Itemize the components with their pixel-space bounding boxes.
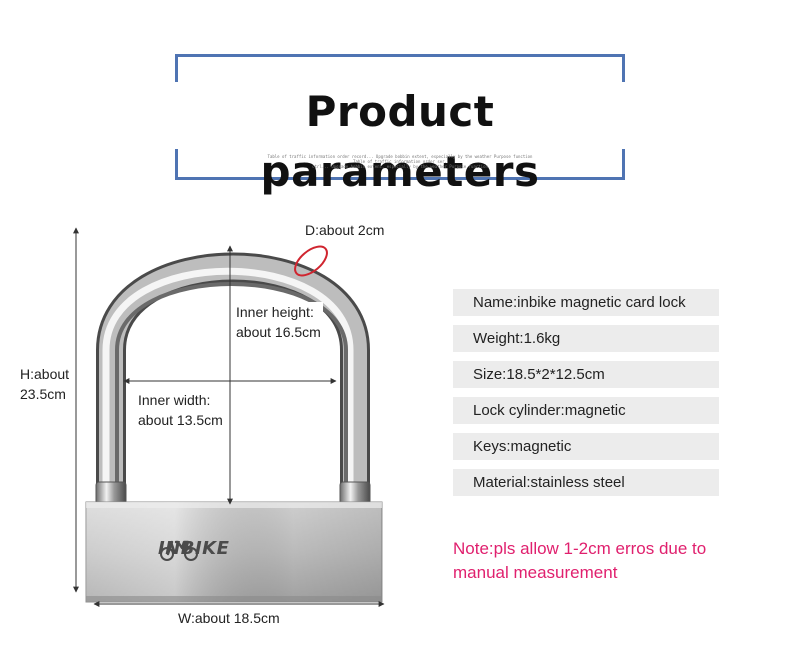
inner-width-label-line: about 13.5cm — [138, 412, 223, 428]
inner-width-label: Inner width: about 13.5cm — [136, 390, 225, 430]
note-line: manual measurement — [453, 563, 618, 582]
inner-width-label-line: Inner width: — [138, 392, 211, 408]
frame-right-edge-top — [622, 54, 625, 82]
inner-height-label-line: about 16.5cm — [236, 324, 321, 340]
fine-print: Table of traffic information order recor… — [175, 154, 625, 169]
lock-illustration: D:about 2cm Inner height: about 16.5cm H… — [0, 200, 430, 640]
frame-left-edge-bottom — [175, 149, 178, 180]
spec-item-lock-cylinder: Lock cylinder:magnetic — [453, 397, 719, 424]
spec-item-material: Material:stainless steel — [453, 469, 719, 496]
note-line: Note:pls allow 1-2cm erros due to — [453, 539, 707, 558]
shackle-collar-right — [339, 481, 371, 505]
fine-print-line: Table of traffic information order ser. — [353, 159, 447, 164]
spec-list: Name:inbike magnetic card lock Weight:1.… — [453, 289, 719, 505]
spec-item-name: Name:inbike magnetic card lock — [453, 289, 719, 316]
measurement-note: Note:pls allow 1-2cm erros due to manual… — [453, 537, 753, 585]
height-label-line: 23.5cm — [20, 386, 66, 402]
title-frame: Product parameters Table of traffic info… — [175, 54, 625, 196]
diameter-ring — [294, 245, 328, 277]
width-label: W:about 18.5cm — [178, 610, 280, 626]
frame-bottom-edge — [175, 177, 625, 180]
fine-print-line: ctrl... Upgrade bobbin extent, especiall… — [312, 164, 488, 169]
inbike-logo-icon — [160, 540, 198, 561]
height-label-line: H:about — [20, 366, 70, 382]
lock-drawing — [73, 227, 385, 607]
inner-height-label: Inner height: about 16.5cm — [234, 302, 323, 342]
height-label: H:about 23.5cm — [20, 364, 69, 404]
frame-right-edge-bottom — [622, 149, 625, 180]
diameter-label: D:about 2cm — [305, 222, 385, 238]
page-title: Product parameters — [260, 87, 540, 196]
frame-top-edge — [175, 54, 625, 57]
spec-item-size: Size:18.5*2*12.5cm — [453, 361, 719, 388]
frame-left-edge-top — [175, 54, 178, 82]
spec-item-weight: Weight:1.6kg — [453, 325, 719, 352]
inner-height-label-line: Inner height: — [236, 304, 314, 320]
brand-mark: INBIKE — [158, 538, 229, 561]
fine-print-line: Table of traffic information order recor… — [267, 154, 533, 159]
spec-item-keys: Keys:magnetic — [453, 433, 719, 460]
shackle-collar-left — [95, 481, 127, 505]
